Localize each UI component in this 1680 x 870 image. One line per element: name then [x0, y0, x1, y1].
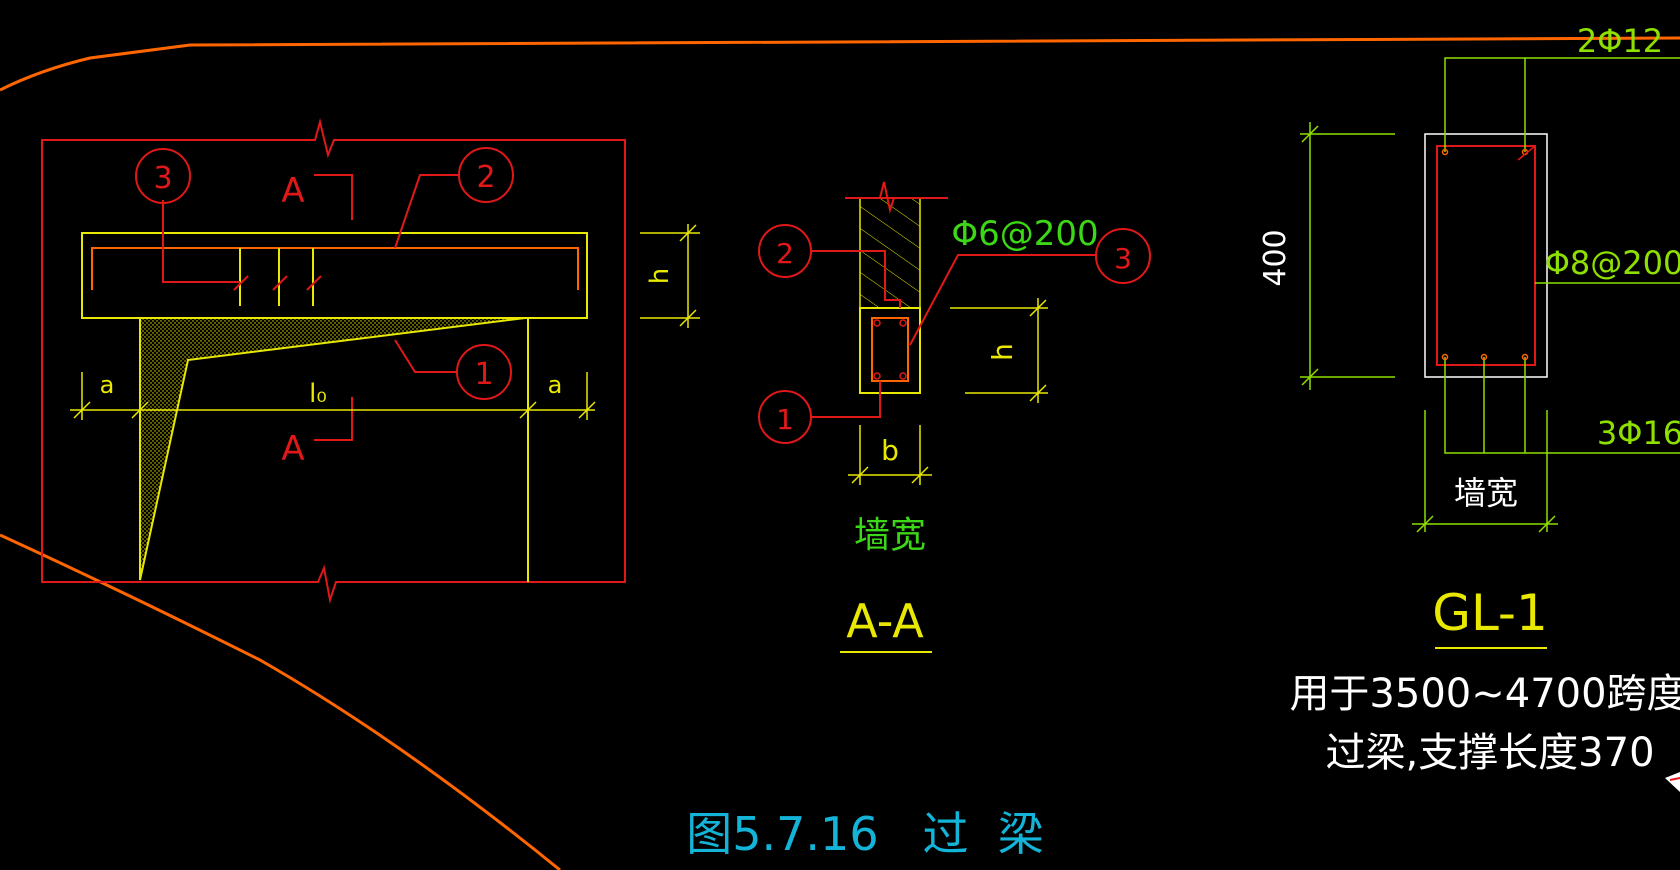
orange-boundary-lines	[0, 36, 1680, 870]
figure-caption: 图5.7.16 过 梁	[686, 807, 1043, 861]
beam-outline	[81, 232, 588, 319]
aa-callout-3: 3	[1095, 228, 1151, 284]
gl1-wall-width-label: 墙宽	[1454, 474, 1518, 512]
dim-l0-label: l₀	[309, 379, 327, 409]
dimension-h: h	[640, 224, 700, 328]
elevation-stirrups	[233, 248, 322, 306]
cursor-icon	[1665, 772, 1680, 792]
section-aa: 2 3 1 Φ6@200 h b 墙宽 A-A	[758, 181, 1151, 653]
lintel-elevation: 3 2 1 A A h	[41, 118, 700, 604]
gl1-bottom-bars-label: 3Φ16	[1597, 414, 1680, 452]
gl1-title: GL-1	[1432, 584, 1548, 642]
aa-callout-2-label: 2	[776, 237, 794, 270]
aa-beam-section	[859, 307, 921, 394]
dim-a-left-label: a	[100, 371, 115, 399]
aa-title: A-A	[846, 594, 924, 648]
dimension-span: a l₀ a	[70, 371, 596, 420]
callout-circle-2: 2	[458, 147, 514, 203]
aa-callout-3-label: 3	[1114, 242, 1132, 275]
aa-rebars	[873, 319, 907, 380]
masonry-fill	[139, 317, 526, 581]
gl1-section: 2Φ12 Φ8@200 3Φ16 400 墙宽 GL-1 用于3500~4700…	[1258, 22, 1680, 776]
gl1-width-dimension: 墙宽	[1412, 410, 1558, 533]
aa-callout-1: 1	[758, 390, 812, 444]
gl1-note-line2: 过梁,支撑长度370	[1325, 730, 1654, 776]
gl1-note-line1: 用于3500~4700跨度	[1289, 671, 1680, 717]
aa-wall-width-label: 墙宽	[854, 515, 926, 556]
aa-dim-h-label: h	[986, 343, 1019, 361]
aa-dimension-h: h	[950, 298, 1048, 403]
section-bottom-letter: A	[281, 429, 304, 469]
aa-stirrup	[871, 317, 909, 382]
gl1-leaders	[1444, 57, 1680, 454]
callout-circle-1: 1	[456, 344, 512, 400]
gl1-height-label: 400	[1258, 229, 1293, 286]
aa-callout-1-label: 1	[776, 403, 794, 436]
aa-stirrup-label: Φ6@200	[951, 214, 1098, 254]
aa-dimension-b: b	[848, 425, 932, 485]
section-top-letter: A	[281, 171, 304, 211]
gl1-top-bars-label: 2Φ12	[1577, 22, 1663, 60]
aa-dim-b-label: b	[881, 434, 899, 467]
wall-above-hatch	[859, 197, 921, 309]
gl1-stirrup	[1436, 145, 1536, 366]
gl1-rebars	[1441, 145, 1536, 361]
dim-h-label: h	[645, 268, 675, 284]
callout-1-label: 1	[474, 357, 493, 392]
section-mark-bottom: A	[281, 397, 353, 469]
aa-leaders	[811, 250, 1095, 418]
gl1-stirrups-label: Φ8@200	[1545, 244, 1680, 282]
callout-circle-3: 3	[135, 148, 191, 204]
elevation-leaders	[162, 174, 460, 373]
dim-a-right-label: a	[548, 371, 563, 399]
section-mark-top: A	[281, 171, 353, 220]
rebar-outline	[91, 247, 579, 290]
aa-callout-2: 2	[758, 224, 812, 278]
callout-3-label: 3	[153, 161, 172, 196]
gl1-outline	[1424, 133, 1548, 378]
elevation-frame	[41, 118, 626, 604]
gl1-height-dimension: 400	[1258, 122, 1395, 390]
callout-2-label: 2	[476, 160, 495, 195]
